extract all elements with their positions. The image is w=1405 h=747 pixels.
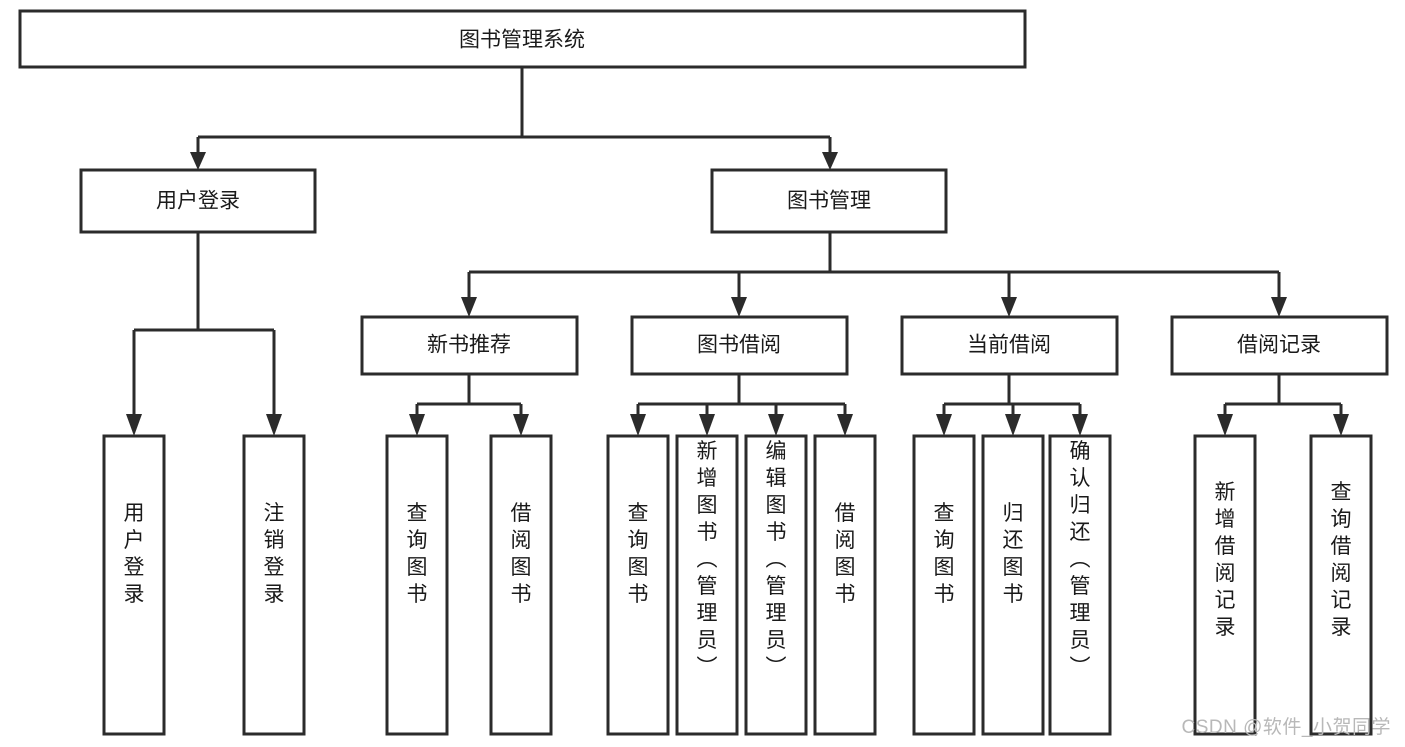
arrow-head-icon	[1333, 414, 1349, 436]
node-new-book-recommend-label: 新书推荐	[427, 334, 511, 357]
leaf-return-book[interactable]: 归还图书	[981, 434, 1045, 736]
arrow-head-icon	[1217, 414, 1233, 436]
arrow-head-icon	[1072, 414, 1088, 436]
leaf-borrow-book-recommend-label: 借阅图书	[511, 502, 532, 606]
node-current-borrow-box[interactable]	[900, 315, 1119, 376]
leaf-borrow-book[interactable]: 借阅图书	[813, 434, 877, 736]
leaf-query-book-borrow-box[interactable]	[606, 434, 670, 736]
arrow-head-icon	[190, 152, 206, 170]
node-book-borrow-label: 图书借阅	[697, 334, 781, 357]
arrow-head-icon	[461, 297, 477, 317]
node-current-borrow-label: 当前借阅	[967, 334, 1051, 357]
node-book-borrow-box[interactable]	[630, 315, 849, 376]
leaf-query-book-borrow[interactable]: 查询图书	[606, 434, 670, 736]
leaf-query-book-recommend-label: 查询图书	[407, 502, 428, 606]
leaf-query-borrow-record-box[interactable]	[1309, 434, 1373, 736]
arrow-head-icon	[266, 414, 282, 436]
leaf-query-borrow-record-label: 查询借阅记录	[1331, 481, 1352, 639]
node-book-borrow[interactable]: 图书借阅	[630, 315, 849, 376]
arrow-head-icon	[731, 297, 747, 317]
arrow-head-icon	[822, 152, 838, 170]
arrow-head-icon	[837, 414, 853, 436]
leaf-borrow-book-recommend[interactable]: 借阅图书	[489, 434, 553, 736]
node-root[interactable]: 图书管理系统	[18, 9, 1027, 69]
leaf-logout[interactable]: 注销登录	[242, 434, 306, 736]
node-borrow-record-box[interactable]	[1170, 315, 1389, 376]
connector-group	[126, 67, 1349, 436]
leaf-borrow-book-label: 借阅图书	[835, 502, 856, 606]
leaf-confirm-return-label: 确认归还︵管理员︶	[1070, 440, 1091, 679]
arrow-head-icon	[1271, 297, 1287, 317]
node-borrow-record-label: 借阅记录	[1237, 334, 1321, 357]
leaf-user-login-box[interactable]	[102, 434, 166, 736]
node-root-box[interactable]	[18, 9, 1027, 69]
node-new-book-recommend-box[interactable]	[360, 315, 579, 376]
node-book-management[interactable]: 图书管理	[710, 168, 948, 234]
leaf-add-book-box[interactable]	[675, 434, 739, 736]
node-book-management-box[interactable]	[710, 168, 948, 234]
leaf-borrow-book-recommend-box[interactable]	[489, 434, 553, 736]
leaf-confirm-return-box[interactable]	[1048, 434, 1112, 736]
arrow-head-icon	[126, 414, 142, 436]
leaf-edit-book-label: 编辑图书︵管理员︶	[766, 440, 787, 679]
leaf-edit-book[interactable]: 编辑图书︵管理员︶	[744, 434, 808, 736]
arrow-head-icon	[630, 414, 646, 436]
arrow-head-icon	[1005, 414, 1021, 436]
node-user-login-label: 用户登录	[156, 190, 240, 213]
leaf-return-book-label: 归还图书	[1003, 502, 1024, 606]
arrow-head-icon	[1001, 297, 1017, 317]
leaf-add-borrow-record[interactable]: 新增借阅记录	[1193, 434, 1257, 736]
node-current-borrow[interactable]: 当前借阅	[900, 315, 1119, 376]
leaf-add-borrow-record-label: 新增借阅记录	[1215, 481, 1236, 639]
leaf-query-book-current-label: 查询图书	[934, 502, 955, 606]
leaf-edit-book-box[interactable]	[744, 434, 808, 736]
leaf-confirm-return[interactable]: 确认归还︵管理员︶	[1048, 434, 1112, 736]
leaf-query-book-recommend-box[interactable]	[385, 434, 449, 736]
node-new-book-recommend[interactable]: 新书推荐	[360, 315, 579, 376]
leaf-query-book-recommend[interactable]: 查询图书	[385, 434, 449, 736]
arrow-head-icon	[768, 414, 784, 436]
arrow-head-icon	[699, 414, 715, 436]
node-user-login-box[interactable]	[79, 168, 317, 234]
leaf-add-borrow-record-box[interactable]	[1193, 434, 1257, 736]
leaf-return-book-box[interactable]	[981, 434, 1045, 736]
arrow-head-icon	[936, 414, 952, 436]
leaf-user-login-label: 用户登录	[124, 502, 145, 606]
leaf-query-borrow-record[interactable]: 查询借阅记录	[1309, 434, 1373, 736]
leaf-query-book-current[interactable]: 查询图书	[912, 434, 976, 736]
node-user-login[interactable]: 用户登录	[79, 168, 317, 234]
leaf-logout-label: 注销登录	[264, 502, 285, 606]
leaf-query-book-borrow-label: 查询图书	[628, 502, 649, 606]
leaf-add-book-label: 新增图书︵管理员︶	[697, 440, 718, 679]
leaf-add-book[interactable]: 新增图书︵管理员︶	[675, 434, 739, 736]
leaf-logout-box[interactable]	[242, 434, 306, 736]
leaf-query-book-current-box[interactable]	[912, 434, 976, 736]
leaf-user-login[interactable]: 用户登录	[102, 434, 166, 736]
arrow-head-icon	[409, 414, 425, 436]
node-book-management-label: 图书管理	[787, 190, 871, 213]
node-borrow-record[interactable]: 借阅记录	[1170, 315, 1389, 376]
leaf-borrow-book-box[interactable]	[813, 434, 877, 736]
arrow-head-icon	[513, 414, 529, 436]
node-root-label: 图书管理系统	[459, 29, 585, 52]
